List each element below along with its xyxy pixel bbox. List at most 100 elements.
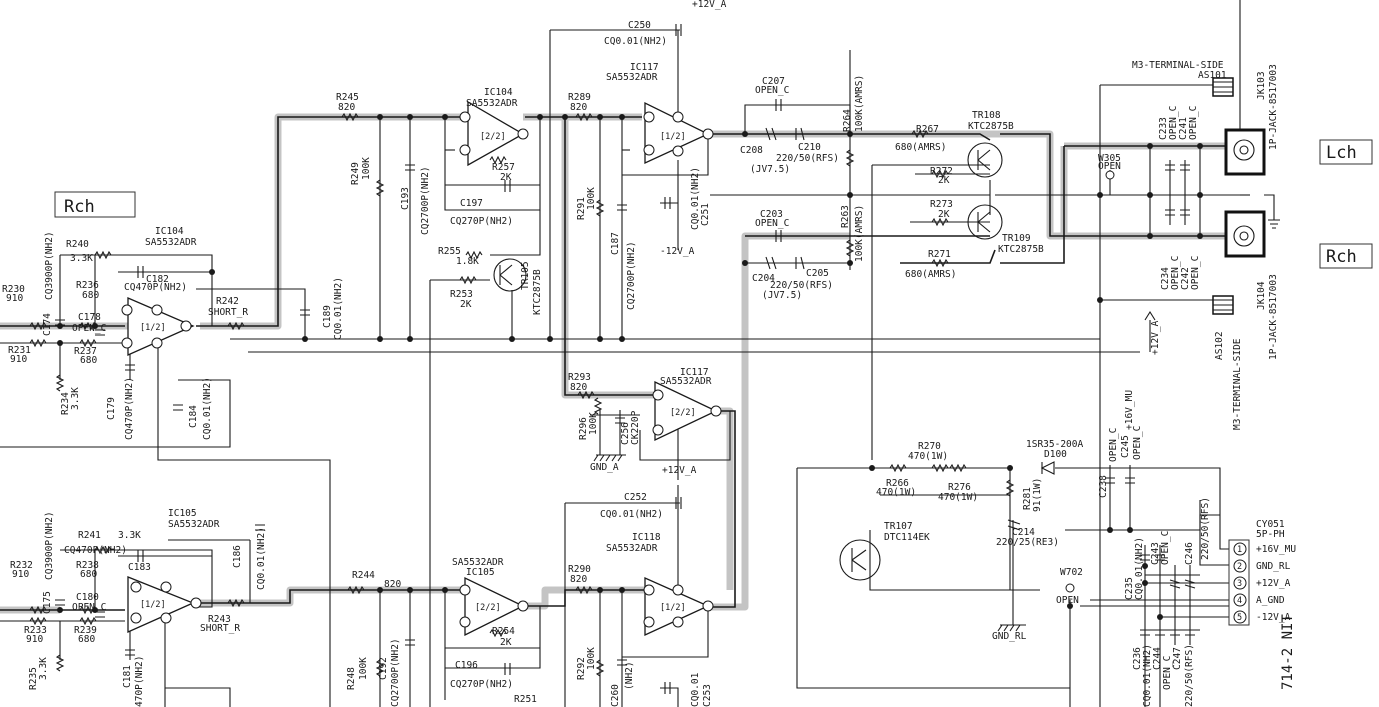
- part-label: CQ0.01(NH2): [1134, 537, 1145, 600]
- connector-cy051: [1228, 539, 1250, 626]
- part-label: +12V_A: [692, 0, 727, 10]
- part-label: R281: [1022, 487, 1033, 510]
- part-label: R291: [576, 197, 587, 220]
- part-label: CQ470P(NH2): [124, 282, 187, 293]
- part-label: R242: [216, 296, 239, 307]
- part-label: C179: [106, 397, 117, 420]
- part-label: -12V_A: [660, 246, 695, 257]
- part-label: JK104: [1256, 281, 1267, 310]
- opamp-ic105-2of2: [464, 576, 525, 637]
- part-label: R237: [74, 346, 97, 357]
- part-label: C178: [78, 312, 101, 323]
- part-label: 820: [338, 102, 355, 113]
- part-label: R233: [24, 625, 47, 636]
- part-label: OPEN_C: [1168, 106, 1179, 140]
- opamp-pins: [121, 111, 722, 628]
- part-label: C207: [762, 76, 785, 87]
- part-label: CY051: [1256, 519, 1285, 530]
- rch-box-right: [1319, 243, 1373, 269]
- part-label: 910: [6, 293, 23, 304]
- part-label: CQ270P(NH2): [450, 679, 513, 690]
- part-label: 220/50(RFS): [776, 153, 839, 164]
- part-label: C186: [232, 545, 243, 568]
- part-label: R244: [352, 570, 375, 581]
- part-label: 1: [1237, 545, 1242, 555]
- part-label: OPEN_C: [755, 218, 789, 229]
- part-label: C247: [1172, 647, 1183, 670]
- ic-labels: IC104 SA5532ADR [2/2] IC117 SA5532ADR [1…: [140, 62, 712, 613]
- part-label: OPEN_C: [1108, 428, 1119, 462]
- part-label: R251: [514, 694, 537, 705]
- part-label: OPEN_C: [1160, 531, 1171, 565]
- part-label: C242: [1180, 267, 1191, 290]
- part-label: C193: [400, 187, 411, 210]
- part-label: C256: [620, 422, 631, 445]
- part-label: C196: [455, 660, 478, 671]
- part-label: R271: [928, 249, 951, 260]
- part-label: IC105: [168, 508, 197, 519]
- ground-icon: [1264, 194, 1280, 229]
- part-label: OPEN: [1056, 595, 1079, 606]
- part-label: SA5532ADR: [660, 376, 712, 387]
- part-label: R270: [918, 441, 941, 452]
- part-label: C243: [1150, 542, 1161, 565]
- part-label: 100K(AMRS): [854, 205, 865, 262]
- part-label: CQ2700P(NH2): [390, 638, 401, 707]
- part-label: 2K: [938, 175, 950, 186]
- part-label: R249: [350, 162, 361, 185]
- part-label: R231: [8, 345, 31, 356]
- part-label: 1P-JACK-8517003: [1268, 64, 1279, 150]
- part-label: 820: [384, 579, 401, 590]
- part-label: TR108: [972, 110, 1001, 121]
- part-label: R253: [450, 289, 473, 300]
- part-label: C235: [1124, 577, 1135, 600]
- transistor-tr108: [967, 142, 1003, 178]
- part-label: R236: [76, 280, 99, 291]
- rch-label-right: Rch: [1326, 247, 1357, 267]
- part-label: OPEN_C: [1190, 256, 1201, 290]
- part-label: R292: [576, 657, 587, 680]
- part-label: CQ3900P(NH2): [44, 511, 55, 580]
- part-label: R248: [346, 667, 357, 690]
- part-label: OPEN_C: [1162, 656, 1173, 690]
- part-label: 1.8K: [456, 256, 479, 267]
- part-label: CQ0.01: [690, 672, 701, 707]
- lch-label: Lch: [1326, 143, 1357, 163]
- part-label: KTC2875B: [968, 121, 1014, 132]
- transistor-tr107: [839, 539, 881, 581]
- part-label: C192: [378, 657, 389, 680]
- part-label: 470(1W): [876, 487, 916, 498]
- part-label: R272: [930, 166, 953, 177]
- part-label: C260: [610, 684, 621, 707]
- part-label: AS102: [1214, 331, 1225, 360]
- capacitors: [55, 24, 1196, 694]
- part-label: GND_RL: [992, 631, 1027, 642]
- part-label: R264: [842, 109, 853, 132]
- part-label: 910: [12, 569, 29, 580]
- part-label: C246: [1184, 542, 1195, 565]
- part-label: 820: [570, 574, 587, 585]
- part-label: CQ2700P(NH2): [420, 166, 431, 235]
- part-label: R245: [336, 92, 359, 103]
- part-label: R238: [76, 560, 99, 571]
- corner-text: 714-2 NIT: [1280, 614, 1296, 690]
- part-label: R293: [568, 372, 591, 383]
- part-label: W702: [1060, 567, 1083, 578]
- part-label: R263: [840, 205, 851, 228]
- part-label: 680(AMRS): [905, 269, 956, 280]
- part-label: (JV7.5): [750, 164, 790, 175]
- part-label: 3.3K: [38, 657, 49, 680]
- part-label: C204: [752, 273, 775, 284]
- part-label: IC117: [630, 62, 659, 73]
- part-label: M3-TERMINAL-SIDE: [1232, 338, 1243, 430]
- part-label: OPEN: [1098, 161, 1121, 172]
- part-label: 5P-PH: [1256, 529, 1285, 540]
- part-label: 100K: [361, 157, 372, 180]
- part-label: CQ3900P(NH2): [44, 231, 55, 300]
- part-label: C236: [1132, 647, 1143, 670]
- part-label: OPEN_C: [1132, 426, 1143, 460]
- part-label: CQ0.01(NH2): [1142, 644, 1153, 707]
- part-label: GND_A: [590, 462, 619, 473]
- part-label: R289: [568, 92, 591, 103]
